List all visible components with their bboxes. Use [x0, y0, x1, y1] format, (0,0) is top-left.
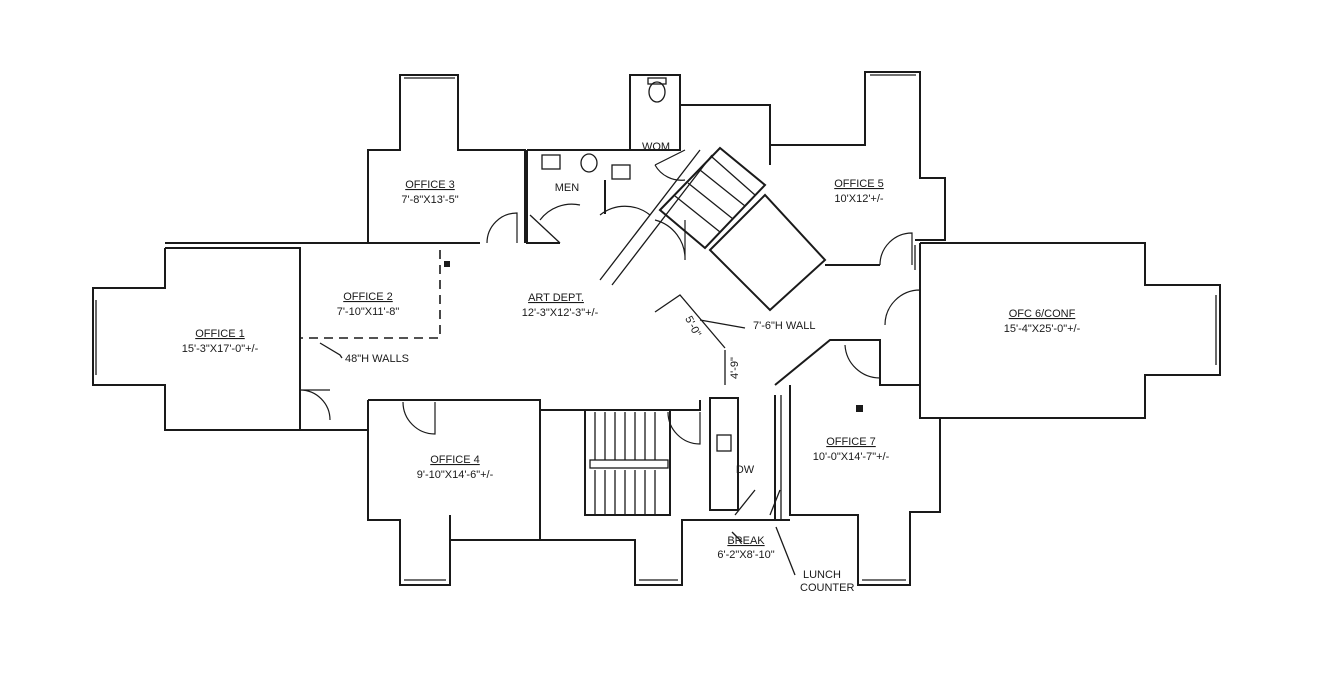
stair-south-door — [667, 411, 701, 445]
lunch-note-line2: COUNTER — [800, 582, 854, 594]
walls-48-note: 48"H WALLS — [345, 353, 409, 365]
lunch-note-line1: LUNCH — [803, 569, 841, 581]
women-restroom-walls — [629, 74, 681, 151]
office-3-walls — [367, 74, 526, 243]
women-restroom-door — [654, 149, 686, 181]
office-2-partial-walls — [300, 250, 450, 339]
north-stairs — [599, 146, 827, 312]
office-2-size: 7'-10"X11'-8" — [337, 306, 400, 318]
men-restroom-door — [539, 203, 651, 221]
south-wall — [540, 519, 790, 586]
men-restroom-walls — [526, 74, 681, 244]
partial-wall-76 — [654, 294, 746, 385]
office-3-size: 7'-8"X13'-5" — [401, 194, 458, 206]
office-1-walls — [92, 247, 301, 431]
office-5-size: 10'X12'+/- — [834, 193, 883, 205]
office-2-name: OFFICE 2 — [343, 291, 393, 303]
office-6-name: OFC 6/CONF — [1009, 308, 1076, 320]
stair-door — [654, 219, 686, 261]
office-4-walls — [367, 399, 541, 586]
office-4-door — [402, 401, 436, 435]
office-7-name: OFFICE 7 — [826, 436, 876, 448]
dim-4-9: 4'-9" — [729, 357, 741, 379]
wall-76-note: 7'-6"H WALL — [753, 320, 815, 332]
men-label: MEN — [555, 182, 580, 194]
office-7-size: 10'-0"X14'-7"+/- — [813, 451, 890, 463]
office-5-door — [879, 232, 913, 266]
break-leader — [731, 531, 743, 543]
office-4-size: 9'-10"X14'-6"+/- — [417, 469, 494, 481]
walls-48-leader — [319, 342, 343, 359]
break-size: 6'-2"X8'-10" — [717, 549, 774, 561]
office-1-size: 15'-3"X17'-0"+/- — [182, 343, 259, 355]
office-1-name: OFFICE 1 — [195, 328, 245, 340]
office-4-name: OFFICE 4 — [430, 454, 480, 466]
office-3-name: OFFICE 3 — [405, 179, 455, 191]
office-5-walls — [680, 71, 946, 241]
office-7-door — [844, 344, 881, 379]
office-6-walls — [914, 242, 1221, 419]
women-label: WOM — [642, 141, 670, 153]
south-stairs — [540, 400, 701, 516]
art-dept-name: ART DEPT. — [528, 292, 584, 304]
office-6-size: 15'-4"X25'-0"+/- — [1004, 323, 1081, 335]
break-name: BREAK — [727, 535, 765, 547]
dishwasher-label: DW — [736, 464, 755, 476]
office-3-door — [486, 212, 518, 244]
break-room-walls — [709, 395, 782, 520]
lunch-counter-leader — [775, 526, 796, 576]
office-5-name: OFFICE 5 — [834, 178, 884, 190]
office-6-door — [884, 289, 921, 326]
office-1-door — [299, 389, 331, 421]
art-dept-size: 12'-3"X12'-3"+/- — [522, 307, 599, 319]
